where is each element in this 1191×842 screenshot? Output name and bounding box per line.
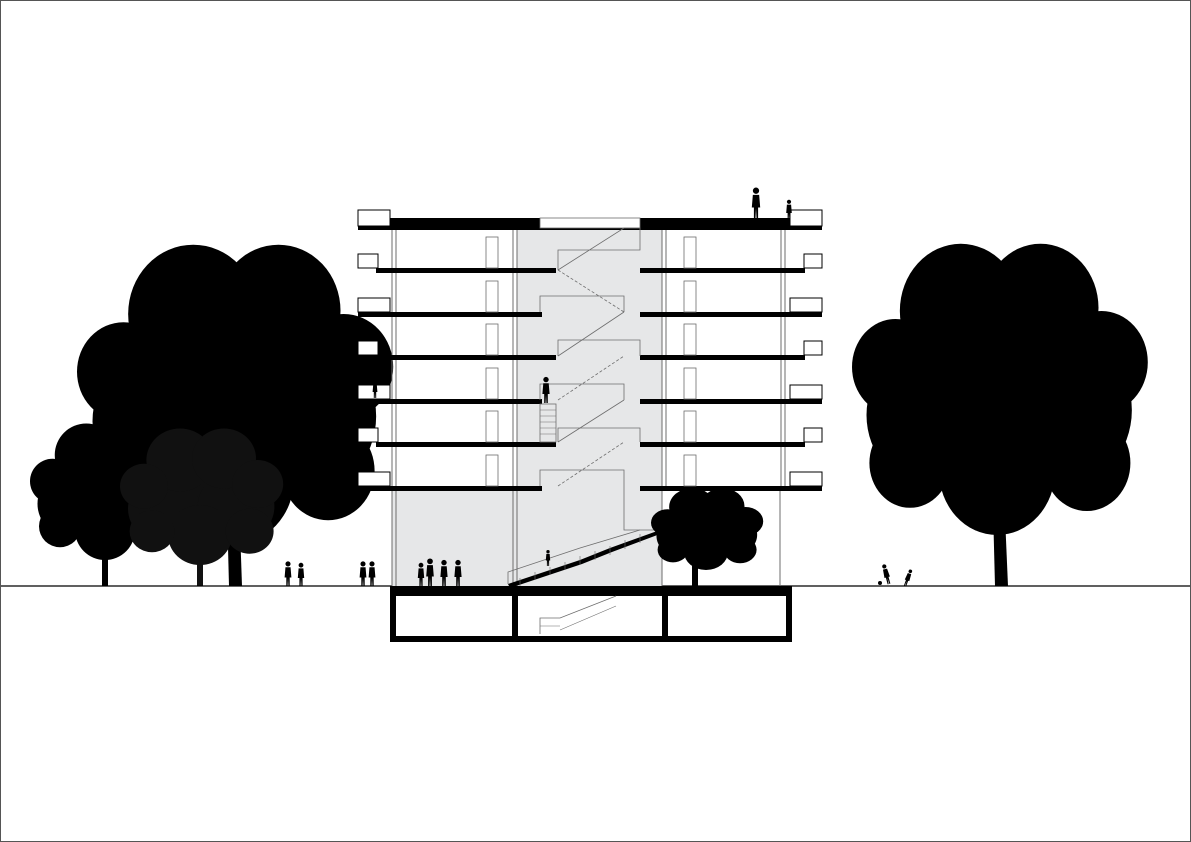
people [284,187,914,587]
entrance-stair [507,529,662,588]
basement [390,586,792,642]
tree-left-middle [120,428,284,586]
stair-flights [539,217,641,531]
tree-right-large [852,243,1148,586]
building-section [357,209,823,642]
tree-under-building [651,488,764,586]
tree-left-small [30,423,183,586]
